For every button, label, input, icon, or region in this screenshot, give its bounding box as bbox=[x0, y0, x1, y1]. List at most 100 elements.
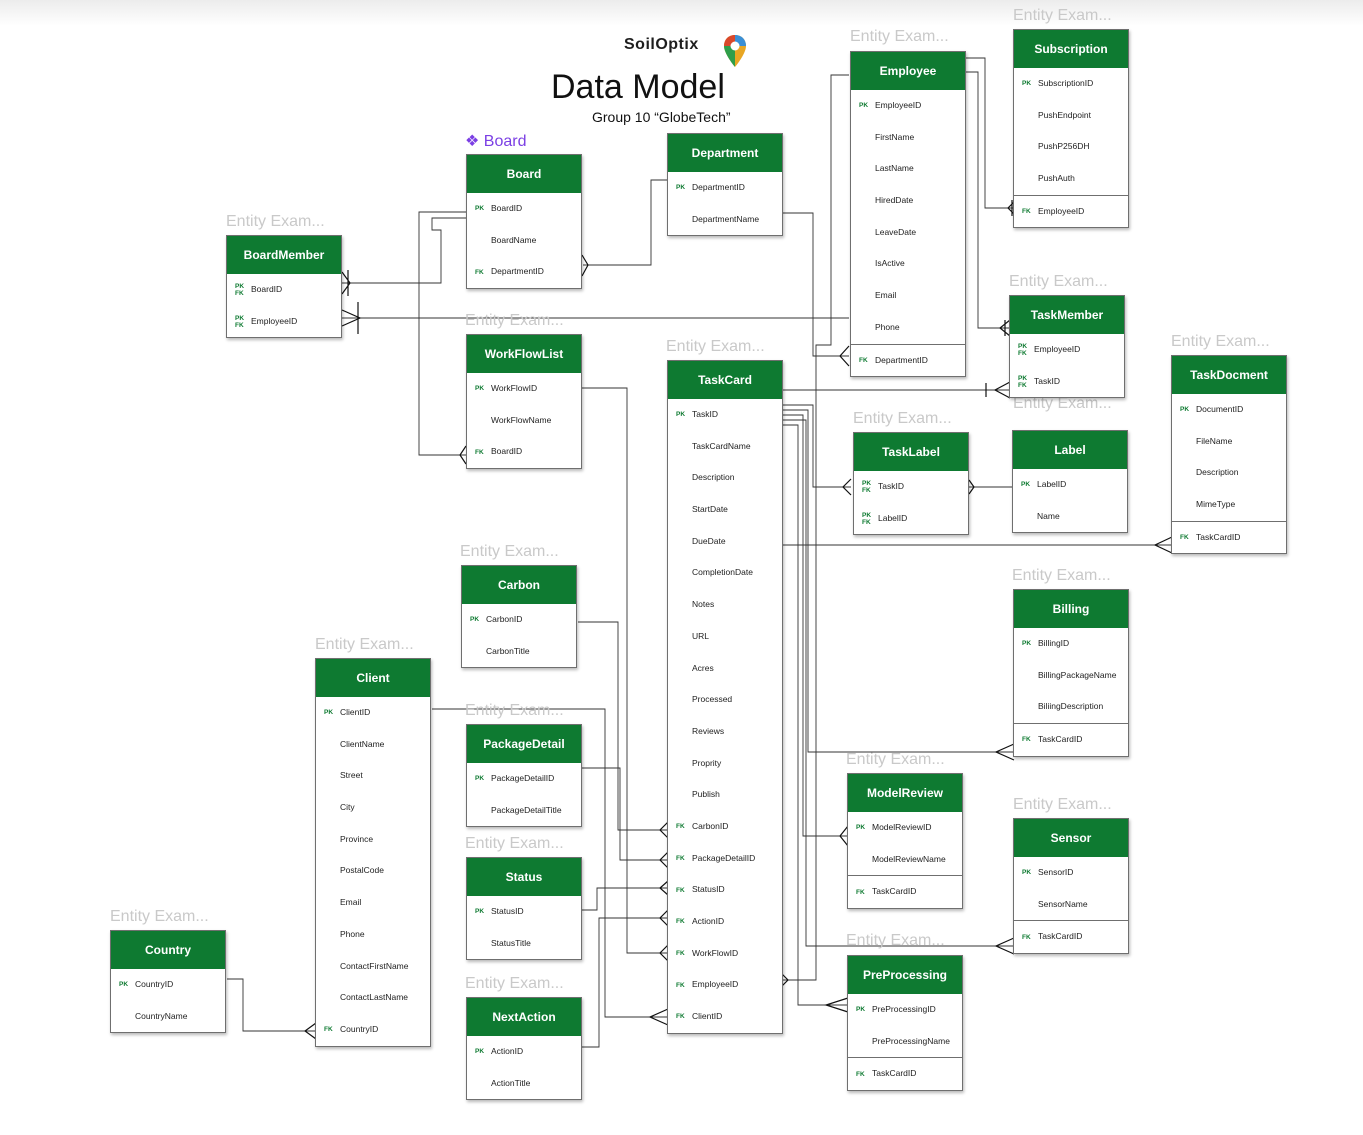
field-row[interactable]: Email bbox=[851, 280, 965, 312]
frame-label[interactable]: ❖ Board bbox=[465, 131, 527, 151]
field-row[interactable]: TaskCardName bbox=[668, 431, 782, 463]
field-row[interactable]: PushP256DH bbox=[1014, 131, 1128, 163]
field-row[interactable]: FirstName bbox=[851, 122, 965, 154]
field-row[interactable]: PushAuth bbox=[1014, 163, 1128, 195]
field-row[interactable]: WorkFlowName bbox=[467, 405, 581, 437]
field-row[interactable]: Publish bbox=[668, 779, 782, 811]
field-row[interactable]: ActionTitle bbox=[467, 1068, 581, 1100]
field-row[interactable]: Street bbox=[316, 760, 430, 792]
entity-title[interactable]: TaskMember bbox=[1010, 296, 1124, 334]
entity-title[interactable]: NextAction bbox=[467, 998, 581, 1036]
field-row[interactable]: MimeType bbox=[1172, 489, 1286, 521]
entity-title[interactable]: PreProcessing bbox=[848, 956, 962, 994]
entity-title[interactable]: Client bbox=[316, 659, 430, 697]
entity-title[interactable]: TaskCard bbox=[668, 361, 782, 399]
field-row[interactable]: PushEndpoint bbox=[1014, 100, 1128, 132]
field-row[interactable]: ContactLastName bbox=[316, 982, 430, 1014]
field-row[interactable]: IsActive bbox=[851, 248, 965, 280]
entity-title[interactable]: PackageDetail bbox=[467, 725, 581, 763]
field-row[interactable]: ModelReviewName bbox=[848, 844, 962, 876]
field-row[interactable]: Reviews bbox=[668, 716, 782, 748]
field-row[interactable]: Acres bbox=[668, 653, 782, 685]
field-row[interactable]: Notes bbox=[668, 589, 782, 621]
field-row[interactable]: LeaveDate bbox=[851, 217, 965, 249]
entity-title[interactable]: Department bbox=[668, 134, 782, 172]
entity-title[interactable]: BoardMember bbox=[227, 236, 341, 274]
field-row[interactable]: Description bbox=[1172, 457, 1286, 489]
field-row[interactable]: PreProcessingName bbox=[848, 1026, 962, 1058]
field-row[interactable]: BiliingDescription bbox=[1014, 691, 1128, 723]
entity-title[interactable]: Employee bbox=[851, 52, 965, 90]
field-row[interactable]: Province bbox=[316, 824, 430, 856]
field-row[interactable]: StartDate bbox=[668, 494, 782, 526]
field-row[interactable]: Processed bbox=[668, 684, 782, 716]
field-row[interactable]: City bbox=[316, 792, 430, 824]
entity-title[interactable]: TaskLabel bbox=[854, 433, 968, 471]
entity-title[interactable]: TaskDocment bbox=[1172, 356, 1286, 394]
field-row[interactable]: URL bbox=[668, 621, 782, 653]
field-row[interactable]: Proprity bbox=[668, 748, 782, 780]
entity-title[interactable]: ModelReview bbox=[848, 774, 962, 812]
field-row[interactable]: Name bbox=[1013, 501, 1127, 533]
field-row[interactable]: PostalCode bbox=[316, 855, 430, 887]
field-row[interactable]: CompletionDate bbox=[668, 557, 782, 589]
field-row[interactable]: Phone bbox=[851, 312, 965, 344]
entity-title[interactable]: Carbon bbox=[462, 566, 576, 604]
entity-title[interactable]: Label bbox=[1013, 431, 1127, 469]
field-row[interactable]: CountryName bbox=[111, 1001, 225, 1033]
field-row[interactable]: FileName bbox=[1172, 426, 1286, 458]
entity-title[interactable]: Board bbox=[467, 155, 581, 193]
entity-title[interactable]: Country bbox=[111, 931, 225, 969]
field-row[interactable]: BillingPackageName bbox=[1014, 660, 1128, 692]
